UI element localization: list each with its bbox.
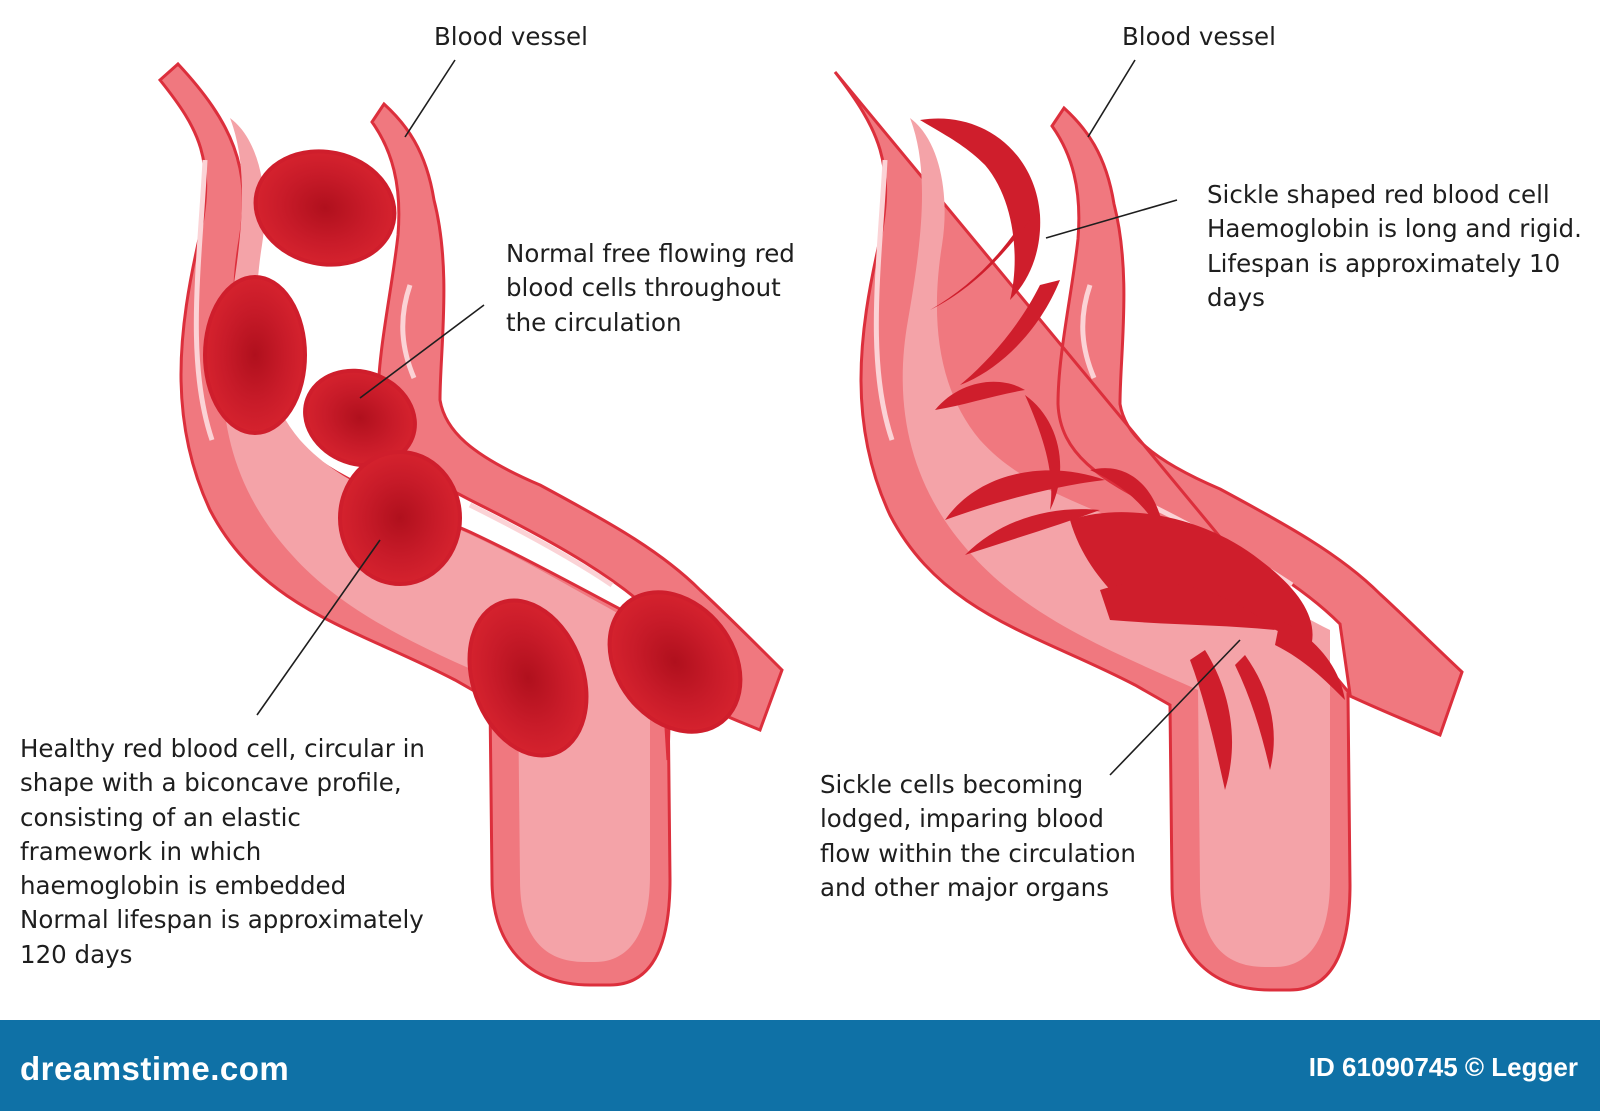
- right-blood-vessel-label: Blood vessel: [1122, 22, 1276, 51]
- sickle-cell-caption: Sickle shaped red blood cell Haemoglobin…: [1207, 178, 1582, 315]
- sickle-cell: [960, 280, 1060, 385]
- caption-line: lodged, imparing blood: [820, 804, 1104, 834]
- leader-line: [1109, 639, 1241, 776]
- red-blood-cell: [467, 598, 589, 758]
- caption-line: consisting of an elastic: [20, 802, 301, 832]
- leader-line: [404, 59, 456, 138]
- red-blood-cell: [253, 149, 397, 267]
- caption-line: shape with a biconcave profile,: [20, 768, 402, 798]
- diagram-artwork: [157, 59, 1464, 992]
- leader-line: [1045, 199, 1178, 239]
- caption-line: days: [1207, 282, 1265, 312]
- red-blood-cell: [303, 368, 417, 468]
- caption-line: flow within the circulation: [820, 838, 1136, 868]
- caption-line: Normal free flowing red: [506, 239, 795, 268]
- image-id-credit: ID 61090745 © Legger: [1308, 1052, 1578, 1082]
- left-blood-vessel-label: Blood vessel: [434, 22, 588, 51]
- lodged-cells-caption: Sickle cells becoming lodged, imparing b…: [820, 768, 1136, 905]
- sickle-cell: [945, 470, 1105, 520]
- sickle-cell: [920, 118, 1041, 300]
- caption-line: Lifespan is approximately 10: [1207, 248, 1561, 278]
- sickle-cell: [935, 381, 1025, 410]
- footer-bar: dreamstime.com ID 61090745 © Legger: [0, 1020, 1600, 1111]
- sickle-cell: [1190, 650, 1233, 790]
- red-blood-cell: [338, 450, 462, 586]
- left-vessel-highlight: [193, 159, 614, 588]
- leader-line: [256, 539, 381, 716]
- caption-line: Normal lifespan is approximately: [20, 905, 424, 935]
- sickle-cell: [930, 220, 1030, 310]
- normal-flow-caption: Normal free flowing red blood cells thro…: [506, 237, 795, 340]
- caption-line: Sickle shaped red blood cell: [1207, 180, 1550, 209]
- caption-line: the circulation: [506, 307, 682, 337]
- sickle-cell: [965, 509, 1100, 555]
- caption-line: and other major organs: [820, 872, 1109, 902]
- leader-line: [1087, 59, 1136, 138]
- healthy-cell-caption: Healthy red blood cell, circular in shap…: [20, 732, 425, 972]
- sickle-cell: [1100, 582, 1275, 630]
- leader-lines: [256, 59, 1241, 776]
- sickle-cell: [1275, 620, 1345, 700]
- caption-line: Sickle cells becoming: [820, 770, 1084, 799]
- leader-line: [359, 304, 485, 399]
- sickle-cell: [1090, 468, 1165, 540]
- red-blood-cell: [203, 275, 307, 435]
- caption-line: Haemoglobin is long and rigid.: [1207, 214, 1582, 244]
- caption-line: 120 days: [20, 939, 133, 969]
- diagram-canvas: Blood vessel Normal free flowing red blo…: [20, 22, 1582, 992]
- caption-line: Healthy red blood cell, circular in: [20, 734, 425, 763]
- dreamstime-logo[interactable]: dreamstime.com: [20, 1050, 290, 1087]
- right-sickle-cells: [920, 118, 1345, 790]
- sickle-cell: [1235, 655, 1274, 770]
- left-normal-cells: [203, 149, 743, 758]
- caption-line: framework in which: [20, 836, 262, 866]
- red-blood-cell: [607, 590, 743, 734]
- caption-line: blood cells throughout: [506, 273, 781, 303]
- caption-line: haemoglobin is embedded: [20, 871, 347, 901]
